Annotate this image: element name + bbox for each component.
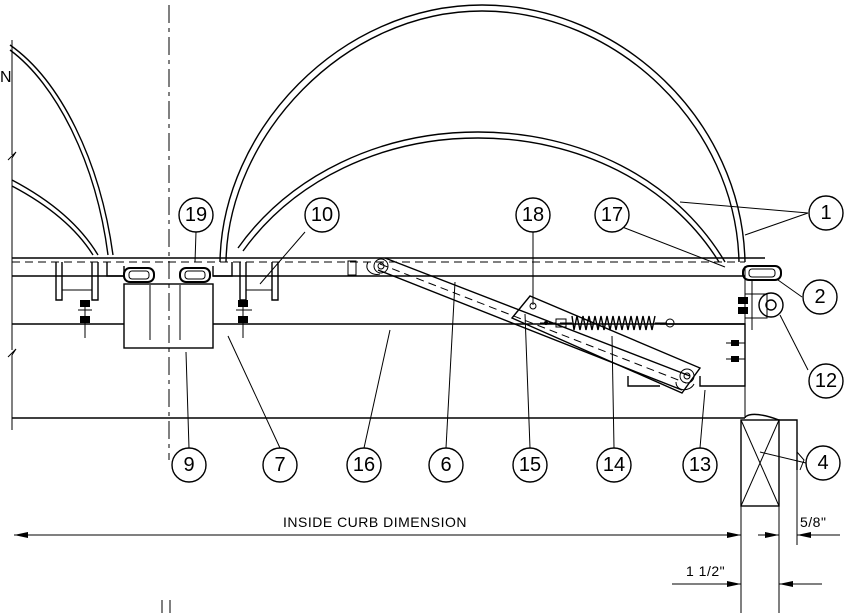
svg-text:13: 13 <box>689 454 711 476</box>
inside-curb-dimension: INSIDE CURB DIMENSION <box>14 514 741 538</box>
gasket-right <box>179 267 211 283</box>
five-eighths-dimension: 5/8" <box>758 470 840 545</box>
callout-2: 2 <box>802 279 838 315</box>
curb <box>740 413 805 613</box>
callout-12: 12 <box>808 363 844 399</box>
callout-13: 13 <box>682 447 718 483</box>
left-break-line <box>7 40 17 430</box>
inner-dome <box>237 131 726 263</box>
svg-text:10: 10 <box>311 204 333 226</box>
svg-text:1: 1 <box>820 202 831 224</box>
gasket-far-right <box>742 265 782 281</box>
callout-18: 18 <box>515 197 551 233</box>
svg-text:4: 4 <box>817 452 828 474</box>
svg-text:17: 17 <box>601 204 623 226</box>
gasket-left <box>123 267 155 283</box>
svg-text:14: 14 <box>603 454 625 476</box>
strut-housing <box>510 295 702 394</box>
inside-curb-label: INSIDE CURB DIMENSION <box>283 514 467 530</box>
svg-text:16: 16 <box>353 454 375 476</box>
one-half-label: 1 1/2" <box>686 563 725 579</box>
svg-text:6: 6 <box>440 454 451 476</box>
svg-text:15: 15 <box>519 454 541 476</box>
hinge <box>738 266 784 418</box>
callout-14: 14 <box>596 447 632 483</box>
callout-6: 6 <box>428 447 464 483</box>
frame <box>12 257 765 419</box>
svg-text:12: 12 <box>815 370 837 392</box>
callout-7: 7 <box>262 447 298 483</box>
svg-text:19: 19 <box>185 204 207 226</box>
leader-lines <box>185 201 809 464</box>
callout-16: 16 <box>346 447 382 483</box>
callout-9: 9 <box>171 447 207 483</box>
outer-dome <box>219 4 746 263</box>
callout-15: 15 <box>512 447 548 483</box>
callout-17: 17 <box>594 197 630 233</box>
edge-letter: N <box>0 69 12 86</box>
callout-10: 10 <box>304 197 340 233</box>
svg-text:7: 7 <box>274 454 285 476</box>
svg-text:18: 18 <box>522 204 544 226</box>
five-eighths-label: 5/8" <box>800 514 826 530</box>
callout-1: 1 <box>808 195 844 231</box>
one-half-dimension: 1 1/2" <box>672 563 822 587</box>
right-bracket <box>236 262 279 338</box>
left-outer-dome <box>9 44 114 256</box>
svg-text:9: 9 <box>183 454 194 476</box>
svg-text:2: 2 <box>814 286 825 308</box>
left-inner-dome <box>11 179 99 256</box>
spring <box>540 315 675 331</box>
callout-4: 4 <box>805 445 841 481</box>
left-bracket <box>55 262 99 338</box>
callout-19: 19 <box>178 197 214 233</box>
